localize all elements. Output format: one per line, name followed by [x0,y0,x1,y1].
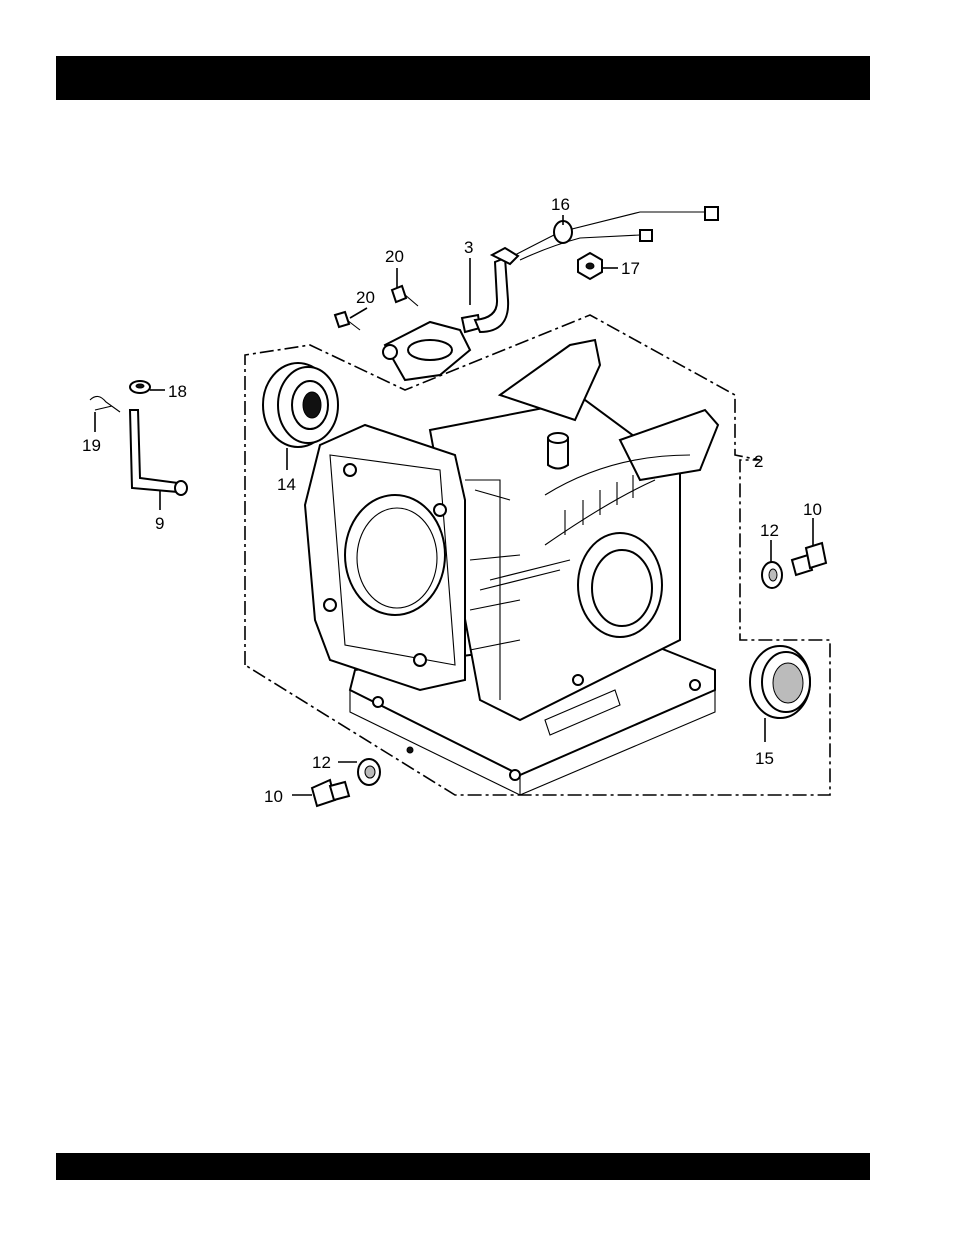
oil-seal-part-15 [750,646,810,718]
breather-cover [383,315,480,380]
callout-10-bottom: 10 [264,787,283,806]
callout-18: 18 [168,382,187,401]
bolt-part-10-right [792,543,826,575]
callout-9: 9 [155,514,164,533]
callout-20-upper: 20 [385,247,404,266]
callout-20-lower: 20 [356,288,375,307]
callout-19: 19 [82,436,101,455]
callout-12-right: 12 [760,521,779,540]
oil-tube-part-9 [130,410,187,495]
callout-15: 15 [755,749,774,768]
washer-part-18 [130,381,150,393]
washer-part-12-bottom [358,759,380,785]
callout-2: 2 [754,452,763,471]
callout-16: 16 [551,195,570,214]
callout-12-bottom: 12 [312,753,331,772]
bearing-part-14 [263,363,338,447]
bolt-part-10-bottom [312,780,349,806]
nut-part-17 [578,253,602,279]
clip-part-19 [90,396,120,412]
bolt-part-20-upper [392,286,418,306]
crankcase [305,340,718,795]
callout-14: 14 [277,475,296,494]
callout-10-right: 10 [803,500,822,519]
washer-part-12-right [762,562,782,588]
wire-harness-part-16 [515,207,718,260]
breather-tube-part-3 [475,248,518,332]
callout-3: 3 [464,238,473,257]
callout-17: 17 [621,259,640,278]
